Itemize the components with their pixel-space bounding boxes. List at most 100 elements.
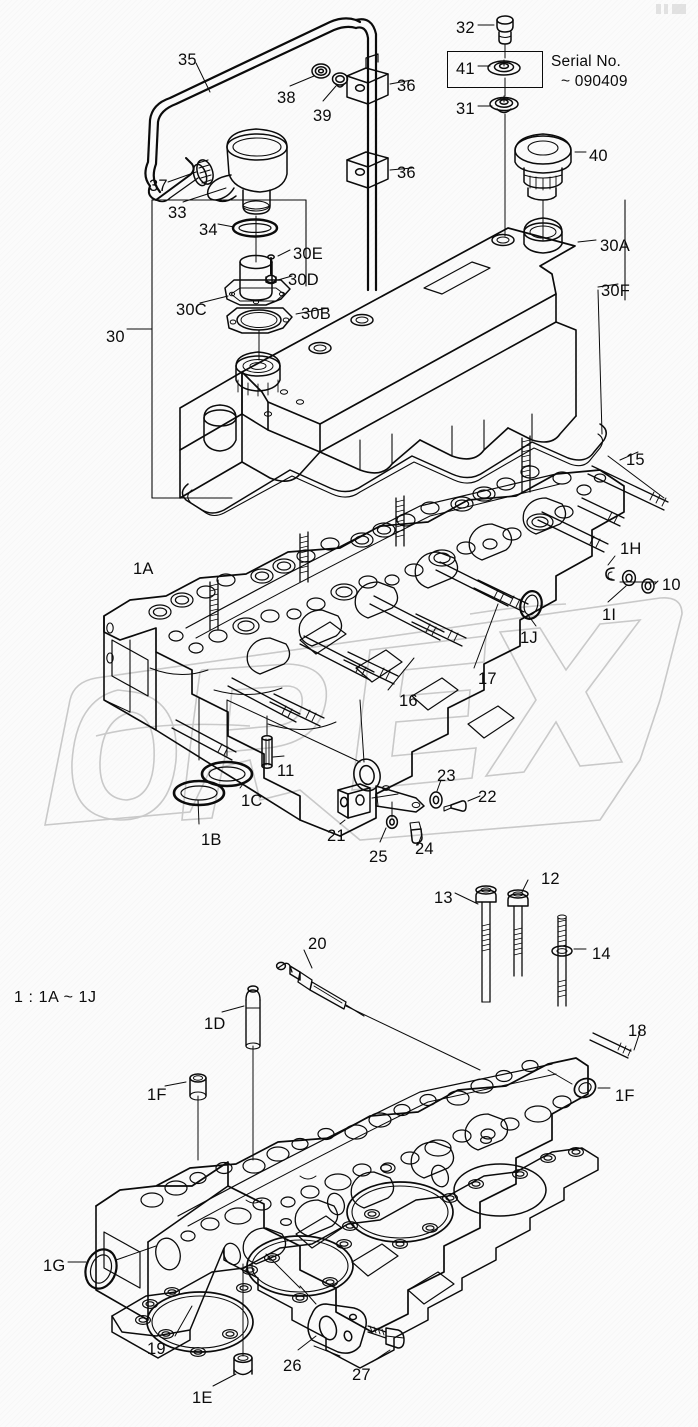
oil-filler-neck-33: [206, 128, 288, 215]
corner-artifact: [656, 4, 692, 14]
bolt-13: [475, 885, 497, 1003]
stud-vertical-group: [209, 435, 531, 631]
callout-32: 32: [456, 19, 475, 37]
callout-37: 37: [149, 177, 168, 195]
callout-16: 16: [399, 692, 418, 710]
callout-1h: 1H: [620, 540, 642, 558]
callout-30b: 30B: [301, 305, 331, 323]
hose-clamp-37: [192, 159, 214, 187]
callout-14: 14: [592, 945, 611, 963]
group-legend: 1 : 1A ~ 1J: [14, 989, 97, 1006]
callout-34: 34: [199, 221, 218, 239]
seal-ring-1G: [84, 1248, 118, 1290]
washer-23: [429, 791, 443, 809]
callout-30e: 30E: [293, 245, 323, 263]
serial-no-value: ~ 090409: [561, 73, 628, 91]
callout-35: 35: [178, 51, 197, 69]
o-ring-1C: [200, 760, 254, 788]
serial-no-title: Serial No.: [551, 53, 622, 70]
washer-10: [641, 578, 655, 594]
callout-13: 13: [434, 889, 453, 907]
callout-40: 40: [589, 147, 608, 165]
callout-1e: 1E: [192, 1389, 213, 1407]
breather-tube-35: [144, 17, 378, 292]
bolt-39: [331, 72, 349, 88]
callout-30: 30: [106, 328, 125, 346]
rocker-cover-group-bracket: [126, 199, 626, 499]
callout-1f: 1F: [615, 1087, 635, 1105]
stud-18: [589, 1032, 632, 1059]
serial-no-note: Serial No. ~ 090409: [551, 52, 628, 93]
callout-15: 15: [626, 451, 645, 469]
washer-1I: [621, 569, 637, 587]
o-ring-34: [231, 218, 279, 238]
retainer-1H: [605, 567, 615, 581]
bolt-12: [507, 889, 529, 977]
sleeve-1F-left: [189, 1073, 207, 1161]
cylinder-head-upper-1A: [103, 465, 625, 837]
callout-25: 25: [369, 848, 388, 866]
callout-26: 26: [283, 1357, 302, 1375]
callout-19: 19: [147, 1340, 166, 1358]
valve-guide-1D: [245, 985, 261, 1161]
callout-1i: 1I: [602, 606, 617, 624]
bolt-22: [443, 800, 467, 812]
callout-30f: 30F: [601, 282, 631, 300]
callout-38: 38: [277, 89, 296, 107]
gasket-30B: [226, 307, 293, 334]
callout-36: 36: [397, 77, 416, 95]
callout-10: 10: [662, 576, 681, 594]
callout-30d: 30D: [288, 271, 319, 289]
callout-12: 12: [541, 870, 560, 888]
callout-27: 27: [352, 1366, 371, 1384]
callout-23: 23: [437, 767, 456, 785]
callout-33: 33: [168, 204, 187, 222]
callout-41: 41: [456, 60, 475, 78]
callout-36: 36: [397, 164, 416, 182]
callout-1c: 1C: [241, 792, 263, 810]
stud-bolt-14: [551, 914, 573, 1007]
cover-gasket-30F: [181, 423, 607, 517]
breather-body-30C: [224, 254, 291, 306]
seal-ring-1J: [519, 590, 543, 620]
nut-30D: [265, 274, 277, 285]
callout-18: 18: [628, 1022, 647, 1040]
callout-1g: 1G: [43, 1257, 66, 1275]
bolt-27: [367, 1325, 405, 1349]
callout-30a: 30A: [600, 237, 630, 255]
callout-30c: 30C: [176, 301, 207, 319]
o-ring-1B: [172, 779, 226, 807]
serial-no-box: [447, 51, 543, 88]
bolt-24: [409, 821, 423, 844]
washer-25: [385, 814, 399, 830]
cylinder-head-lower: [95, 1057, 589, 1333]
callout-24: 24: [415, 840, 434, 858]
callout-1d: 1D: [204, 1015, 226, 1033]
tube-clamp-36-upper: [346, 53, 389, 105]
dowel-pin-11: [261, 735, 273, 769]
callout-1f: 1F: [147, 1086, 167, 1104]
callout-11: 11: [277, 762, 295, 780]
bracket-21: [337, 758, 425, 819]
seal-washer-31: [489, 95, 519, 114]
plug-1E: [233, 1263, 253, 1376]
stud-angled-group: [171, 465, 669, 761]
callout-20: 20: [308, 935, 327, 953]
callout-17: 17: [478, 670, 497, 688]
callout-31: 31: [456, 100, 475, 118]
callout-39: 39: [313, 107, 332, 125]
tube-clamp-36-lower: [346, 151, 389, 189]
callout-1j: 1J: [520, 629, 538, 647]
callout-22: 22: [478, 788, 497, 806]
rocker-cover-30A: [179, 217, 577, 499]
callout-21: 21: [327, 827, 346, 845]
washer-38: [311, 63, 331, 79]
callout-1b: 1B: [201, 831, 222, 849]
head-gasket-19: [111, 1135, 599, 1369]
callout-1a: 1A: [133, 560, 154, 578]
seal-washer-41: [487, 59, 521, 76]
sleeve-1F-right: [573, 1077, 597, 1099]
